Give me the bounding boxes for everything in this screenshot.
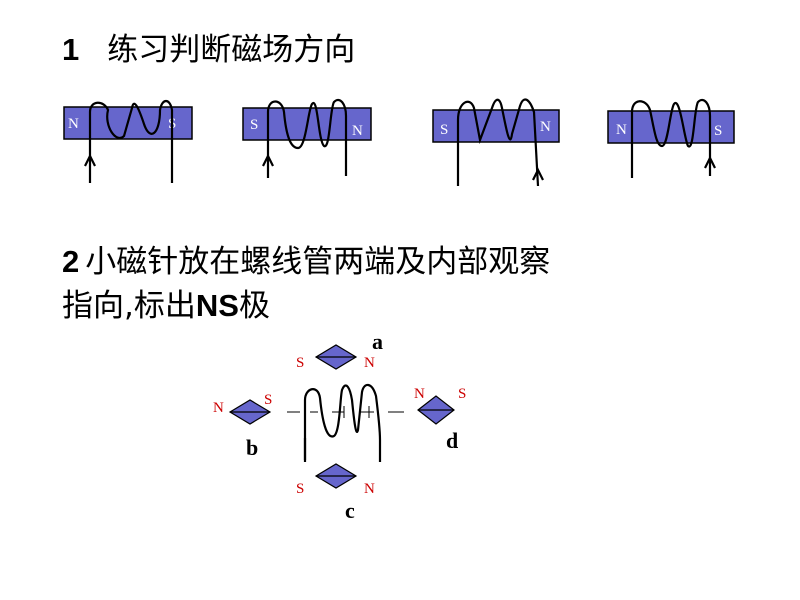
needle-b-right-pole: S: [264, 392, 272, 408]
needle-d-right-pole: S: [458, 386, 466, 402]
section-1-number: 1: [62, 32, 80, 67]
section-2-line-2-b: 极: [238, 288, 270, 324]
needle-c-label: c: [345, 498, 355, 523]
solenoid-3-current-arrow: [532, 167, 544, 181]
section-1-heading: 1 练习判断磁场方向: [62, 28, 355, 72]
section-2-number: 2: [62, 244, 80, 279]
solenoid-2-coil: [266, 98, 348, 178]
needle-c-left-pole: S: [296, 481, 304, 497]
section-2-line-2-a: 指向,标出: [62, 288, 196, 324]
solenoid-1: N S: [63, 99, 193, 183]
solenoid-1-coil: [88, 99, 174, 183]
section-2-line-2-bold: NS: [195, 288, 239, 323]
needle-a-left-pole: S: [296, 355, 304, 371]
solenoid-3-bar: [432, 109, 560, 143]
center-solenoid: [287, 383, 404, 462]
needle-c-right-pole: N: [364, 481, 375, 497]
solenoid-4-left-pole: N: [616, 122, 627, 138]
solenoid-4-coil: [630, 98, 712, 178]
solenoid-2: S N: [242, 98, 372, 178]
needle-a-right-pole: N: [364, 355, 375, 371]
needle-a-label: a: [372, 329, 383, 354]
needle-a: S N a: [296, 329, 383, 371]
section-2-line-1-text: 小磁针放在螺线管两端及内部观察: [85, 244, 551, 280]
solenoid-1-current-arrow: [84, 153, 96, 167]
section-1-text: 练习判断磁场方向: [107, 32, 356, 68]
solenoid-4-right-pole: S: [714, 123, 722, 139]
needle-d: N S d: [414, 386, 466, 453]
solenoid-2-right-pole: N: [352, 123, 363, 139]
solenoid-2-left-pole: S: [250, 117, 258, 133]
needle-b-label: b: [246, 435, 258, 460]
solenoid-3: S N: [432, 98, 560, 187]
needle-b: N S b: [213, 392, 272, 460]
solenoid-4: N S: [607, 98, 735, 178]
needle-b-left-pole: N: [213, 400, 224, 416]
solenoid-4-current-arrow: [704, 155, 716, 169]
needle-c: S N c: [296, 463, 375, 523]
needle-d-left-pole: N: [414, 386, 425, 402]
solenoid-1-left-pole: N: [68, 116, 79, 132]
solenoid-3-coil: [456, 98, 540, 187]
solenoid-3-left-pole: S: [440, 122, 448, 138]
needle-d-label: d: [446, 428, 458, 453]
solenoid-2-current-arrow: [262, 153, 274, 167]
center-solenoid-coil: [303, 383, 382, 462]
solenoid-3-right-pole: N: [540, 119, 551, 135]
section-2-line-2: 指向,标出NS极: [62, 284, 762, 328]
